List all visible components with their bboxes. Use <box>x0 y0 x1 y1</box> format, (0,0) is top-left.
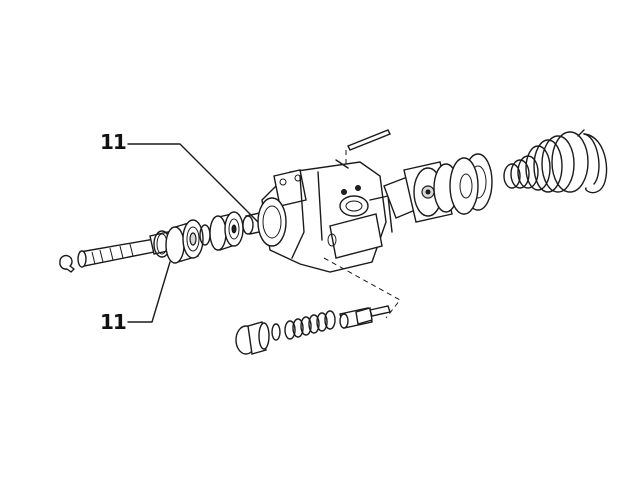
retaining-ring-large <box>577 129 608 194</box>
callout-label-upper: 11 <box>100 130 127 154</box>
bearing-front <box>165 219 204 264</box>
callout-leaders <box>127 143 259 323</box>
spring-stack <box>503 131 589 193</box>
pump-housing <box>257 159 393 273</box>
relief-valve-spring <box>284 310 336 340</box>
seal-ring <box>209 211 244 251</box>
relief-valve-washer <box>271 323 281 341</box>
rotor-gear <box>383 161 459 223</box>
key-pin <box>347 129 391 151</box>
relief-valve-plunger <box>339 305 391 329</box>
end-plate <box>449 153 493 215</box>
callout-label-lower: 11 <box>100 310 127 334</box>
relief-valve-cap <box>235 321 270 355</box>
